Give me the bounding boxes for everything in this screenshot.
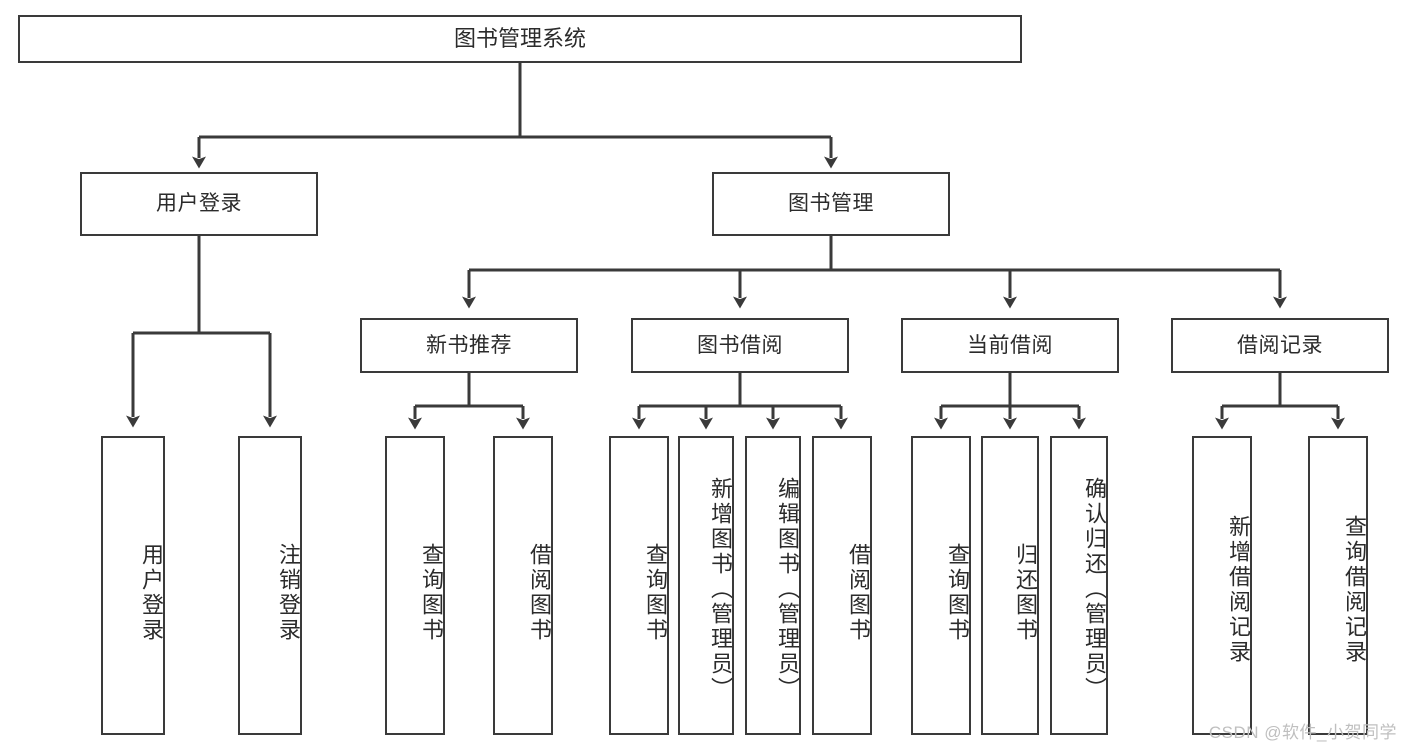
node-book-manage-label: 图书管理 <box>788 192 874 216</box>
node-leaf-query-borrow-record[interactable]: 查询借阅记录 <box>1308 436 1368 735</box>
node-book-borrow-label: 图书借阅 <box>697 333 783 357</box>
node-book-borrow[interactable]: 图书借阅 <box>631 318 849 373</box>
node-root-label: 图书管理系统 <box>453 25 586 51</box>
node-new-book-rec-label: 新书推荐 <box>426 333 512 357</box>
node-user-login[interactable]: 用户登录 <box>80 172 318 236</box>
node-leaf-confirm-return-admin[interactable]: 确认归还（管理员） <box>1050 436 1108 735</box>
node-leaf-confirm-return-admin-label: 确认归还（管理员） <box>1082 477 1107 702</box>
node-leaf-add-borrow-record-label: 新增借阅记录 <box>1226 514 1251 665</box>
node-user-login-label: 用户登录 <box>156 192 242 216</box>
node-current-borrow[interactable]: 当前借阅 <box>901 318 1119 373</box>
node-leaf-user-login[interactable]: 用户登录 <box>101 436 165 735</box>
node-root[interactable]: 图书管理系统 <box>18 15 1022 63</box>
node-leaf-borrow-book-2[interactable]: 借阅图书 <box>812 436 872 735</box>
node-leaf-borrow-book-2-label: 借阅图书 <box>846 542 871 643</box>
node-leaf-query-book-2[interactable]: 查询图书 <box>609 436 669 735</box>
node-leaf-query-book-1-label: 查询图书 <box>419 542 444 643</box>
node-leaf-borrow-book-1[interactable]: 借阅图书 <box>493 436 553 735</box>
node-leaf-query-book-1[interactable]: 查询图书 <box>385 436 445 735</box>
node-leaf-query-book-3[interactable]: 查询图书 <box>911 436 971 735</box>
node-leaf-borrow-book-1-label: 借阅图书 <box>527 542 552 643</box>
node-borrow-record-label: 借阅记录 <box>1237 333 1323 357</box>
node-leaf-query-book-3-label: 查询图书 <box>945 542 970 643</box>
node-leaf-query-borrow-record-label: 查询借阅记录 <box>1342 514 1367 665</box>
watermark-text: CSDN @软件_小贺同学 <box>1208 723 1397 742</box>
node-leaf-return-book-label: 归还图书 <box>1013 542 1038 643</box>
node-leaf-add-book-admin[interactable]: 新增图书（管理员） <box>678 436 734 735</box>
node-leaf-add-borrow-record[interactable]: 新增借阅记录 <box>1192 436 1252 735</box>
node-leaf-logout[interactable]: 注销登录 <box>238 436 302 735</box>
node-leaf-edit-book-admin[interactable]: 编辑图书（管理员） <box>745 436 801 735</box>
node-borrow-record[interactable]: 借阅记录 <box>1171 318 1389 373</box>
node-new-book-rec[interactable]: 新书推荐 <box>360 318 578 373</box>
node-current-borrow-label: 当前借阅 <box>967 333 1053 357</box>
node-leaf-logout-label: 注销登录 <box>276 542 301 643</box>
node-leaf-query-book-2-label: 查询图书 <box>643 542 668 643</box>
node-leaf-user-login-label: 用户登录 <box>139 542 164 643</box>
node-leaf-return-book[interactable]: 归还图书 <box>981 436 1039 735</box>
node-leaf-edit-book-admin-label: 编辑图书（管理员） <box>775 477 800 702</box>
node-book-manage[interactable]: 图书管理 <box>712 172 950 236</box>
node-leaf-add-book-admin-label: 新增图书（管理员） <box>708 477 733 702</box>
